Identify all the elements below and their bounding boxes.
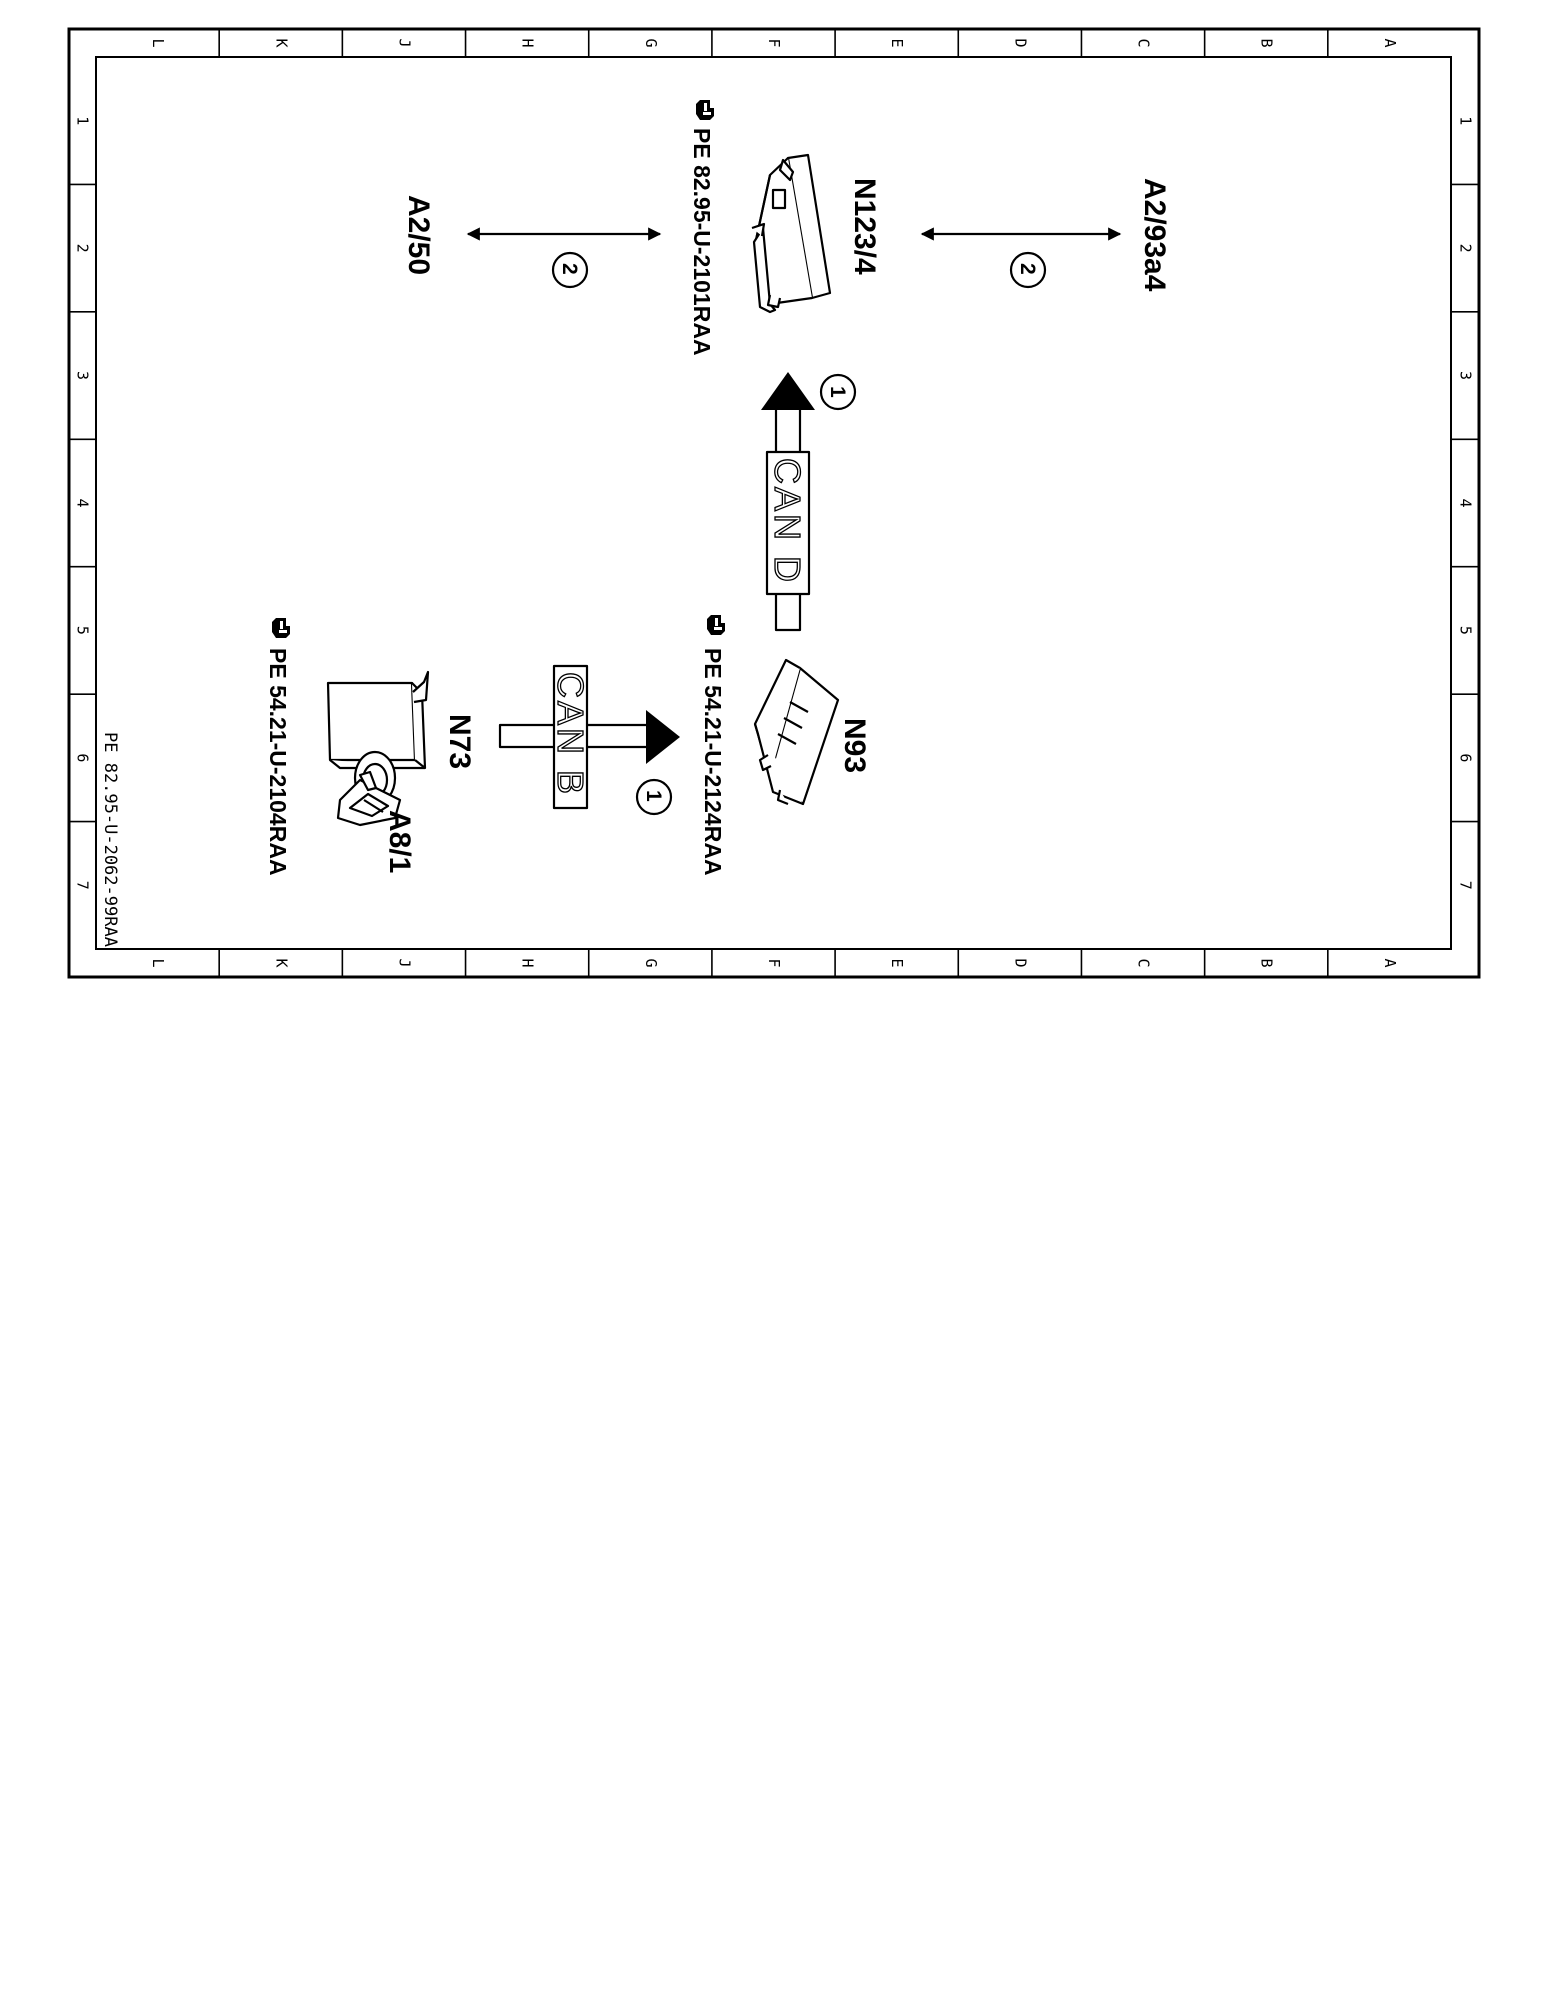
row-number: 4	[74, 498, 92, 507]
row-number: 6	[74, 753, 92, 762]
column-letter: E	[888, 958, 906, 967]
row-number: 2	[1457, 244, 1475, 253]
column-letter: K	[272, 38, 290, 47]
column-letters: L L K K J J H H G G F F E E D D C C B B A A	[149, 38, 1399, 967]
marker-1-can-d: 1	[819, 373, 857, 411]
drawing-frame	[67, 27, 1481, 979]
row-number: 3	[74, 371, 92, 380]
a8-1-key	[336, 770, 402, 827]
row-number: 3	[1457, 371, 1475, 380]
svg-text:PE 54.21-U-2124RAA: PE 54.21-U-2124RAA	[700, 648, 726, 876]
row-number: 1	[74, 116, 92, 125]
label-n73: N73	[443, 714, 476, 769]
svg-text:CAN B: CAN B	[550, 672, 591, 797]
n123-4-reference: PE 82.95-U-2101RAA	[689, 100, 715, 356]
row-number: 5	[74, 626, 92, 635]
n93-module	[753, 658, 840, 806]
svg-text:PE 54.21-U-2104RAA: PE 54.21-U-2104RAA	[265, 648, 291, 876]
row-number: 4	[1457, 498, 1475, 507]
column-letter: H	[519, 38, 537, 47]
n73-ignition-switch	[326, 670, 430, 806]
label-a2-50: A2/50	[402, 195, 435, 275]
column-letter: L	[149, 958, 167, 967]
marker-2-left: 2	[551, 251, 589, 289]
column-letter: F	[765, 958, 783, 967]
row-dividers	[69, 183, 1479, 823]
row-number: 6	[1457, 753, 1475, 762]
marker-2-right: 2	[1009, 251, 1047, 289]
svg-text:2: 2	[558, 263, 581, 275]
column-letter: L	[149, 38, 167, 47]
column-letter: E	[888, 38, 906, 47]
row-number: 7	[74, 881, 92, 890]
column-dividers	[218, 29, 1329, 977]
label-n123-4: N123/4	[848, 178, 881, 275]
can-b-bus: CAN B	[498, 664, 680, 810]
svg-text:1: 1	[642, 790, 665, 802]
label-a2-93a4: A2/93a4	[1138, 178, 1171, 292]
row-number: 5	[1457, 626, 1475, 635]
column-letter: F	[765, 38, 783, 47]
column-letter: B	[1258, 958, 1276, 967]
document-id: PE 82.95-U-2062-99RAA	[100, 732, 120, 947]
column-letter: G	[642, 38, 660, 47]
can-d-bus: CAN D	[761, 372, 815, 632]
reference-hand-icon	[707, 615, 725, 635]
column-letter: K	[272, 958, 290, 967]
label-a8-1: A8/1	[383, 810, 416, 873]
column-letter: A	[1381, 958, 1399, 967]
column-letter: A	[1381, 38, 1399, 47]
column-letter: H	[519, 958, 537, 967]
label-n93: N93	[838, 718, 871, 773]
svg-text:2: 2	[1016, 263, 1039, 275]
column-letter: J	[395, 958, 413, 967]
n73-reference: PE 54.21-U-2104RAA	[265, 618, 291, 876]
column-letter: D	[1011, 958, 1029, 967]
column-letter: B	[1258, 38, 1276, 47]
row-number: 2	[74, 244, 92, 253]
svg-text:1: 1	[826, 386, 849, 398]
column-letter: J	[395, 38, 413, 47]
n123-4-module	[751, 153, 832, 314]
column-letter: D	[1011, 38, 1029, 47]
svg-text:CAN D: CAN D	[767, 458, 808, 585]
row-number: 7	[1457, 881, 1475, 890]
reference-hand-icon	[696, 100, 714, 120]
row-numbers: 1 1 2 2 3 3 4 4 5 5 6 6 7 7	[74, 116, 1475, 890]
column-letter: C	[1135, 38, 1153, 47]
n93-reference: PE 54.21-U-2124RAA	[700, 615, 726, 876]
svg-text:PE 82.95-U-2101RAA: PE 82.95-U-2101RAA	[689, 128, 715, 356]
column-letter: G	[642, 958, 660, 967]
row-number: 1	[1457, 116, 1475, 125]
marker-1-can-b: 1	[635, 778, 673, 816]
reference-hand-icon	[272, 618, 290, 638]
column-letter: C	[1135, 958, 1153, 967]
